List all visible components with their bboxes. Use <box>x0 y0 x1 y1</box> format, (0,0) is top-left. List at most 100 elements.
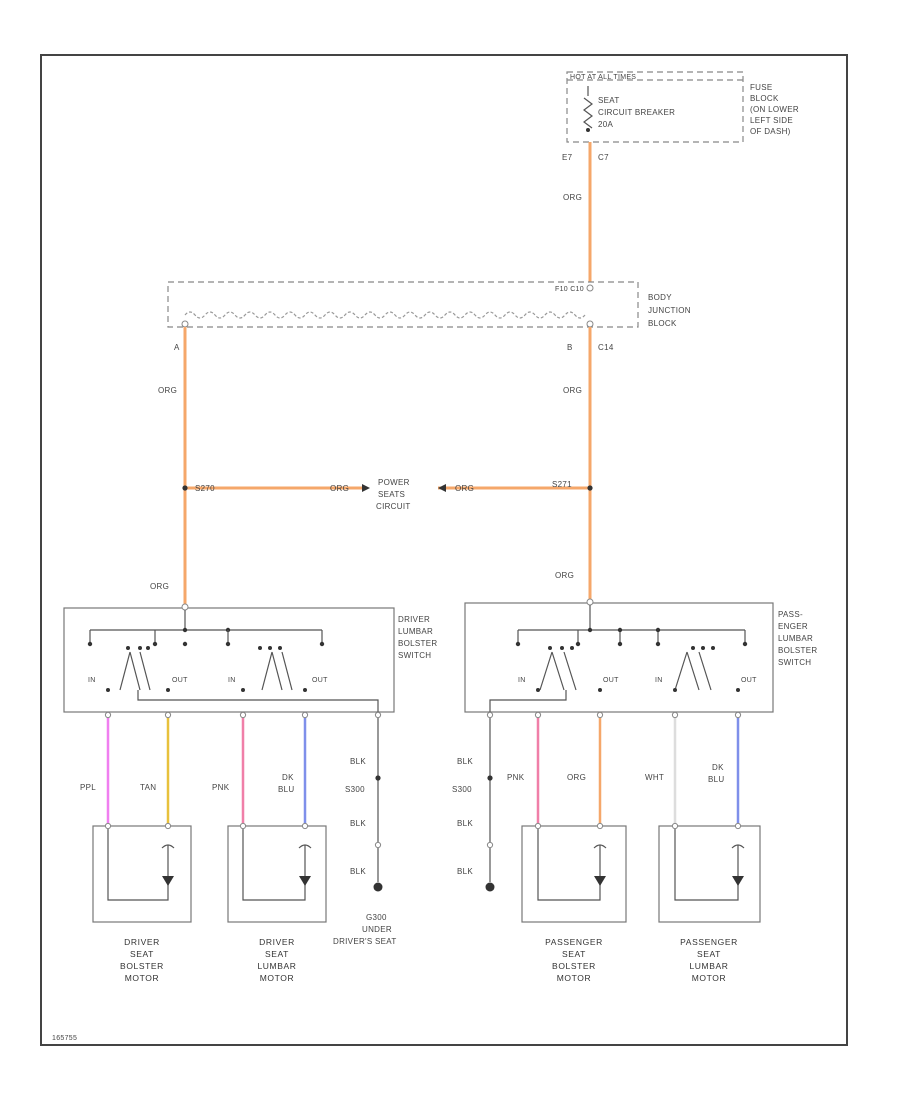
driver-switch-label-3: BOLSTER <box>398 639 437 648</box>
driver-bolster-contact-c <box>146 646 150 650</box>
arrow-right-power-seats <box>362 484 370 492</box>
wire-label-org-4: ORG <box>330 484 349 493</box>
conn-blk-mid-2 <box>486 841 494 849</box>
wire-label-pnk-1: PNK <box>212 783 230 792</box>
passenger-bolster-contact-a <box>548 646 552 650</box>
splice-s270 <box>182 485 188 491</box>
conn-dkblu-top-2 <box>734 711 742 719</box>
passenger-bus-contact-5 <box>742 641 748 647</box>
ground-label-3: DRIVER'S SEAT <box>333 937 397 946</box>
junction-label-3: BLOCK <box>648 319 677 328</box>
driver-bus-contact-2 <box>152 641 158 647</box>
passenger-lumbar-contact-b <box>701 646 705 650</box>
wire-label-dkblu-2a: DK <box>712 763 724 772</box>
driver-out-label-1: OUT <box>172 677 188 684</box>
ground-label-2: UNDER <box>362 925 392 934</box>
fuse-block: HOT AT ALL TIMES SEAT CIRCUIT BREAKER 20… <box>562 71 799 162</box>
wire-label-org-6: ORG <box>150 582 169 591</box>
wire-label-blk-3: BLK <box>350 867 366 876</box>
junction-pin-a: A <box>174 343 180 352</box>
fuse-side-label-2: BLOCK <box>750 94 779 103</box>
passenger-switch-label-2: ENGER <box>778 622 808 631</box>
driver-bus-contact-1 <box>87 641 93 647</box>
motor-3-label-3: BOLSTER <box>552 961 596 971</box>
motor-coil-icon <box>731 844 745 849</box>
motor-internal-wiring <box>107 826 169 901</box>
passenger-bus-contact-2 <box>575 641 581 647</box>
wire-label-org-7: ORG <box>555 571 574 580</box>
wire-label-dkblu-2b: BLU <box>708 775 724 784</box>
wire-label-org-5: ORG <box>455 484 474 493</box>
motor-4-label-4: MOTOR <box>692 973 726 983</box>
splice-s271-label: S271 <box>552 480 572 489</box>
junction-pin-b: B <box>567 343 573 352</box>
driver-lumbar-contact-c <box>278 646 282 650</box>
passenger-bolster-contact-c <box>570 646 574 650</box>
passenger-in-2-dot <box>673 688 677 692</box>
junction-top-pin: F10 C10 <box>555 286 584 293</box>
wire-label-org-8: ORG <box>567 773 586 782</box>
splice-s300-label-left: S300 <box>345 785 365 794</box>
motor-coil-icon <box>593 844 607 849</box>
ground-g300-passenger <box>485 882 495 892</box>
motor-terminal-2 <box>164 822 172 830</box>
driver-switch-label-2: LUMBAR <box>398 627 433 636</box>
body-junction-block: F10 C10 BODY JUNCTION BLOCK A B C14 <box>167 281 691 352</box>
wire-label-tan: TAN <box>140 783 156 792</box>
motor-passenger-lumbar <box>658 822 761 923</box>
wire-label-blk-6: BLK <box>457 867 473 876</box>
motor-terminal-1 <box>534 822 542 830</box>
breaker-label-3: 20A <box>598 120 613 129</box>
motor-3-label-4: MOTOR <box>557 973 591 983</box>
wire-label-dkblu-1b: BLU <box>278 785 294 794</box>
motor-internal-wiring <box>674 826 739 901</box>
motor-internal-wiring <box>537 826 601 901</box>
motor-box <box>227 825 327 923</box>
passenger-out-2-dot <box>736 688 740 692</box>
passenger-switch-label-3: LUMBAR <box>778 634 813 643</box>
motor-terminal-1 <box>104 822 112 830</box>
driver-in-2-dot <box>241 688 245 692</box>
wire-label-org-2: ORG <box>158 386 177 395</box>
driver-out-label-2: OUT <box>312 677 328 684</box>
splice-s300-left <box>375 775 381 781</box>
conn-blk-top-2 <box>486 711 494 719</box>
motor-driver-lumbar <box>227 822 327 923</box>
motor-1-label-2: SEAT <box>130 949 154 959</box>
motor-4-label-2: SEAT <box>697 949 721 959</box>
conn-ppl-top <box>104 711 112 719</box>
circuit-breaker-symbol <box>583 97 593 129</box>
motor-diode-icon <box>162 876 174 886</box>
motor-diode-icon <box>299 876 311 886</box>
motor-terminal-1 <box>239 822 247 830</box>
motor-terminal-2 <box>596 822 604 830</box>
splice-s300-label-right: S300 <box>452 785 472 794</box>
diagram-frame <box>40 54 848 1046</box>
passenger-switch-input-connector <box>586 598 594 606</box>
motor-coil-icon <box>161 844 175 849</box>
motor-diode-icon <box>732 876 744 886</box>
motor-driver-bolster <box>92 822 192 923</box>
driver-in-label-1: IN <box>88 677 96 684</box>
wire-label-org-1: ORG <box>563 193 582 202</box>
wire-label-blk-2: BLK <box>350 819 366 828</box>
junction-top-connector <box>586 284 594 292</box>
ground-g300-driver <box>373 882 383 892</box>
wire-label-ppl: PPL <box>80 783 96 792</box>
wire-label-blk-4: BLK <box>457 757 473 766</box>
passenger-bus-contact-4 <box>655 641 661 647</box>
arrow-left-power-seats <box>438 484 446 492</box>
fuse-block-outline <box>566 71 744 143</box>
breaker-label-2: CIRCUIT BREAKER <box>598 108 675 117</box>
fuse-side-label-4: LEFT SIDE <box>750 116 793 125</box>
passenger-switch-ground-path <box>489 690 567 712</box>
passenger-bolster-contact-b <box>560 646 564 650</box>
passenger-in-label-2: IN <box>655 677 663 684</box>
conn-tan-top <box>164 711 172 719</box>
driver-bolster-contact-b <box>138 646 142 650</box>
fuse-side-label-5: OF DASH) <box>750 127 791 136</box>
passenger-lumbar-switch-contacts <box>674 651 712 691</box>
junction-block-outline <box>167 281 639 328</box>
motor-box <box>521 825 627 923</box>
driver-switch-input-connector <box>181 603 189 611</box>
